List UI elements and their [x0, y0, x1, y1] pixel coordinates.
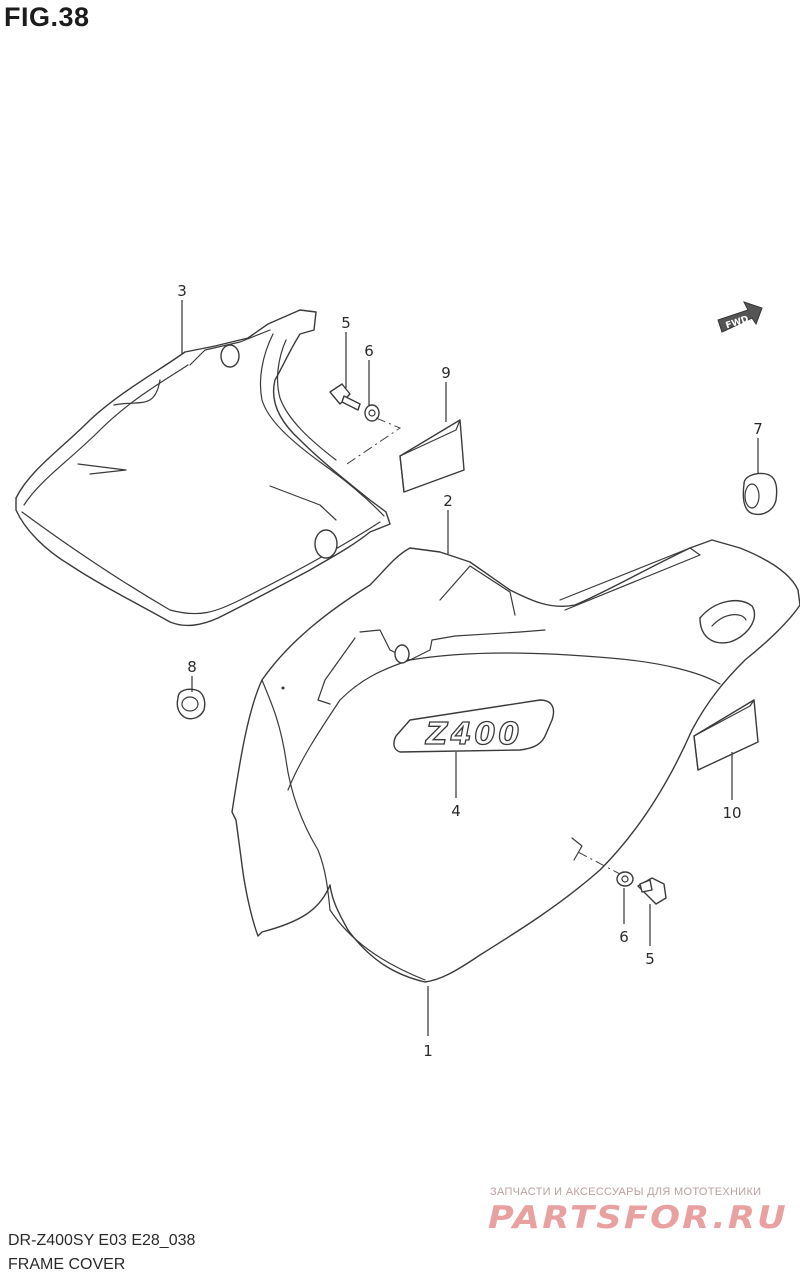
figure-name: FRAME COVER: [8, 1256, 126, 1273]
callout-part-6-upper: 6: [364, 342, 374, 360]
callout-part-5-upper: 5: [341, 314, 351, 332]
part-10-cushion-pad: [693, 699, 759, 771]
assembly-line-upper: [343, 417, 402, 467]
callout-part-8: 8: [187, 658, 197, 676]
part-8-grommet: [176, 688, 206, 720]
callout-part-1: 1: [423, 1042, 433, 1060]
callout-part-9: 9: [441, 364, 451, 382]
assembly-line-lower: [577, 851, 621, 875]
callout-part-3: 3: [177, 282, 187, 300]
callout-part-5-lower: 5: [645, 950, 655, 968]
part-9-cushion-pad: [399, 419, 465, 493]
callout-part-4: 4: [451, 802, 461, 820]
callout-part-2: 2: [443, 492, 453, 510]
watermark-logo: PARTSFOR.RU: [488, 1200, 788, 1236]
part-6-washer-upper: [364, 404, 380, 422]
callout-part-7: 7: [753, 420, 763, 438]
callout-labels: 1 2 3 4 5 6 7 8 9 10 5 6: [177, 282, 763, 1060]
part-3-frame-cover-upper: [15, 309, 391, 627]
watermark-caption: ЗАПЧАСТИ И АКСЕССУАРЫ ДЛЯ МОТОТЕХНИКИ: [490, 1186, 762, 1198]
figure-title: FIG.38: [4, 2, 90, 32]
callout-part-10: 10: [722, 804, 741, 822]
part-5-bolt-lower: [637, 877, 667, 905]
part-7-grommet: [742, 472, 778, 516]
fwd-direction-badge: FWD: [717, 301, 763, 333]
watermark-logo-text: PARTSFOR.RU: [488, 1200, 788, 1236]
part-5-bolt-upper: [329, 383, 361, 411]
part-6-washer-lower: [616, 871, 634, 887]
leader-lines: [181, 300, 759, 1036]
emblem-text: Z400: [425, 717, 522, 752]
part-4-z400-emblem: Z400: [393, 699, 555, 753]
model-code: DR-Z400SY E03 E28_038: [8, 1232, 196, 1249]
callout-part-6-lower: 6: [619, 928, 629, 946]
part-1-frame-cover-main: [231, 539, 800, 983]
